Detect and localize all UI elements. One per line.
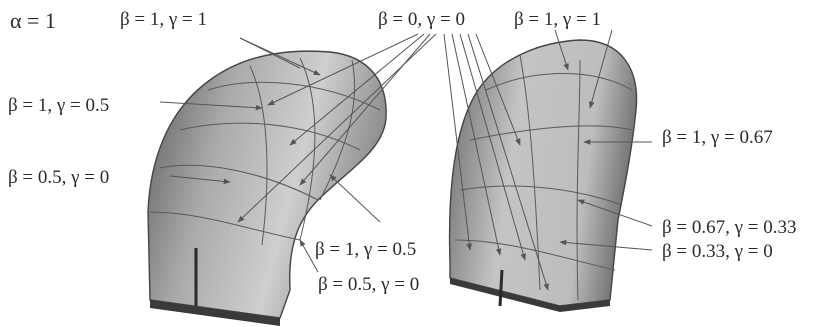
left-model-base [150,300,280,326]
right-top-label: β = 1, γ = 1 [514,9,601,30]
right-model-cut [498,269,504,307]
shared-label: β = 0, γ = 0 [378,9,465,30]
left-upper-label: β = 1, γ = 0.5 [8,95,110,116]
left-bottom-label: β = 0.5, γ = 0 [318,274,420,295]
left-top-label: β = 1, γ = 1 [120,9,207,30]
alpha-label: α = 1 [10,8,56,33]
right-model-grid [454,54,633,301]
right-label-3: β = 0.33, γ = 0 [662,241,773,262]
left-mid-label: β = 0.5, γ = 0 [8,167,110,188]
right-label-1: β = 1, γ = 0.67 [662,127,773,148]
left-lower-right-label: β = 1, γ = 0.5 [315,239,417,260]
leader-lines [159,29,653,291]
right-model [448,39,638,312]
right-label-2: β = 0.67, γ = 0.33 [662,217,797,238]
